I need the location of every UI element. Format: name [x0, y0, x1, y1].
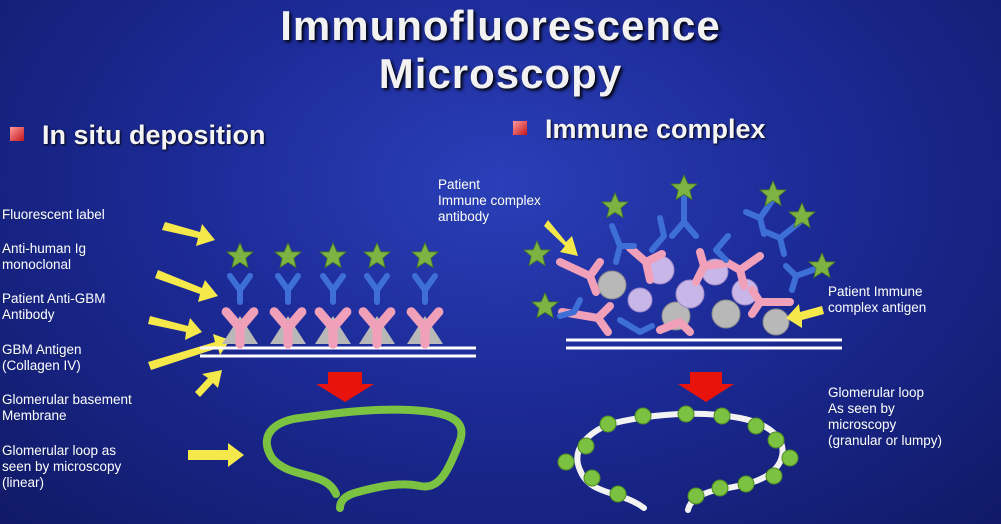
bullet-in-situ-text: In situ deposition	[42, 120, 266, 150]
red-down-arrow-right	[678, 372, 734, 402]
bullet-immune-complex: Immune complex	[513, 114, 766, 145]
yellow-arrows-left	[148, 222, 244, 467]
label-fluorescent-label: Fluorescent label	[2, 207, 105, 222]
bullet-square-icon	[513, 120, 527, 135]
label-basement-membrane: Glomerular basement Membrane	[2, 392, 132, 423]
basement-membrane-right	[566, 338, 842, 350]
glomerular-loop-linear	[262, 405, 466, 512]
label-loop-granular: Glomerular loop As seen by microscopy (g…	[828, 385, 943, 448]
glomerular-loop-granular	[557, 405, 799, 513]
label-patient-ic-antigen: Patient Immune complex antigen	[828, 284, 927, 315]
red-down-arrow-left	[316, 372, 374, 402]
yellow-arrows-right	[544, 220, 824, 328]
label-patient-anti-gbm: Patient Anti-GBM Antibody	[2, 291, 106, 322]
basement-membrane-left	[200, 346, 476, 358]
bullet-square-icon	[10, 126, 24, 141]
label-gbm-antigen: GBM Antigen (Collagen IV)	[2, 342, 82, 373]
label-patient-ic-antibody: Patient Immune complex antibody	[438, 177, 541, 224]
label-loop-linear: Glomerular loop as seen by microscopy (l…	[2, 443, 122, 490]
bullet-in-situ: In situ deposition	[10, 120, 266, 151]
label-anti-human-ig: Anti-human Ig monoclonal	[2, 241, 87, 272]
bullet-immune-complex-text: Immune complex	[545, 114, 766, 144]
antibody-assemblies-left	[222, 242, 443, 344]
immune-complex-cluster	[523, 174, 836, 336]
slide-title-line1: Immunofluorescence	[280, 2, 721, 49]
slide-title-line2: Microscopy	[378, 50, 623, 97]
